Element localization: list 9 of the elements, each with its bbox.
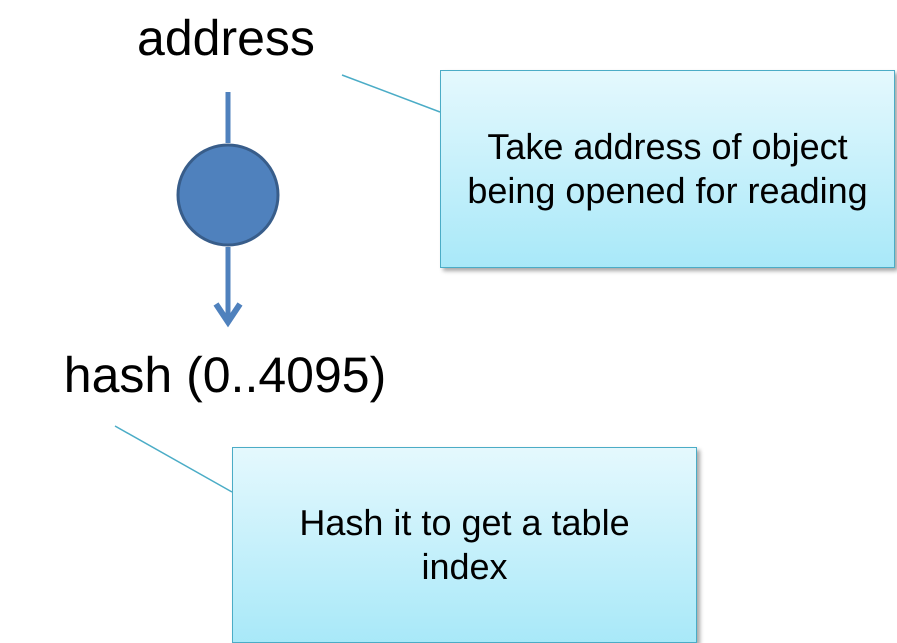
- label-text: hash (0..4095): [10, 345, 440, 425]
- callout-box: Take address of object being opened for reading: [440, 70, 895, 268]
- callout-box: Hash it to get a table index: [232, 447, 697, 643]
- arrow: [213, 247, 243, 325]
- leader-line: [114, 425, 232, 493]
- leader-line: [342, 74, 440, 113]
- label-text: address: [110, 8, 342, 92]
- connector-line: [226, 92, 230, 143]
- circle-node: [176, 143, 280, 247]
